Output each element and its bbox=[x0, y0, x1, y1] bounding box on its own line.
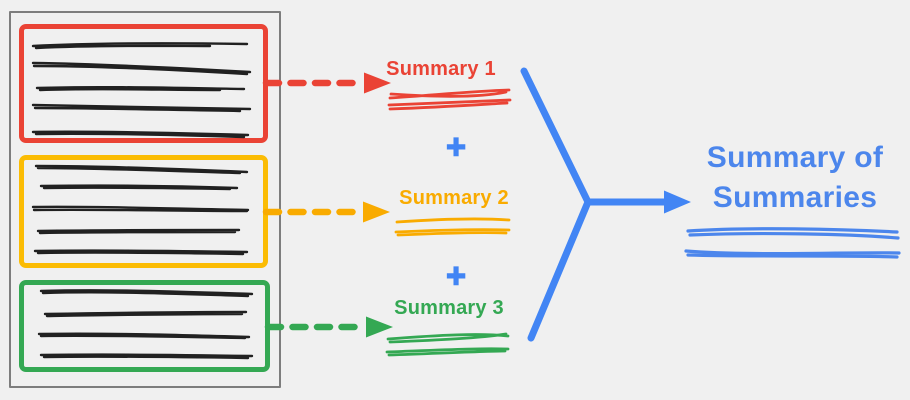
summary-2-label: Summary 2 bbox=[399, 187, 509, 209]
summary-1-label: Summary 1 bbox=[386, 58, 496, 80]
document-section-2 bbox=[19, 155, 268, 268]
summary-3-scribble bbox=[385, 332, 510, 357]
result-scribble bbox=[684, 227, 901, 259]
red-dashed-arrow-icon bbox=[262, 72, 391, 94]
summary-1-scribble bbox=[387, 88, 512, 111]
plus-sign-1: + bbox=[445, 128, 466, 166]
document-section-3 bbox=[19, 280, 270, 372]
result-label: Summary of Summaries bbox=[706, 141, 884, 214]
yellow-dashed-arrow-icon bbox=[262, 201, 390, 223]
summary-3-label: Summary 3 bbox=[394, 297, 504, 319]
document-box bbox=[9, 11, 281, 388]
plus-sign-2: + bbox=[445, 257, 466, 295]
merge-arrow-icon bbox=[520, 67, 691, 342]
summary-2-scribble bbox=[394, 217, 511, 237]
document-section-1 bbox=[19, 24, 268, 143]
green-dashed-arrow-icon bbox=[264, 316, 393, 338]
